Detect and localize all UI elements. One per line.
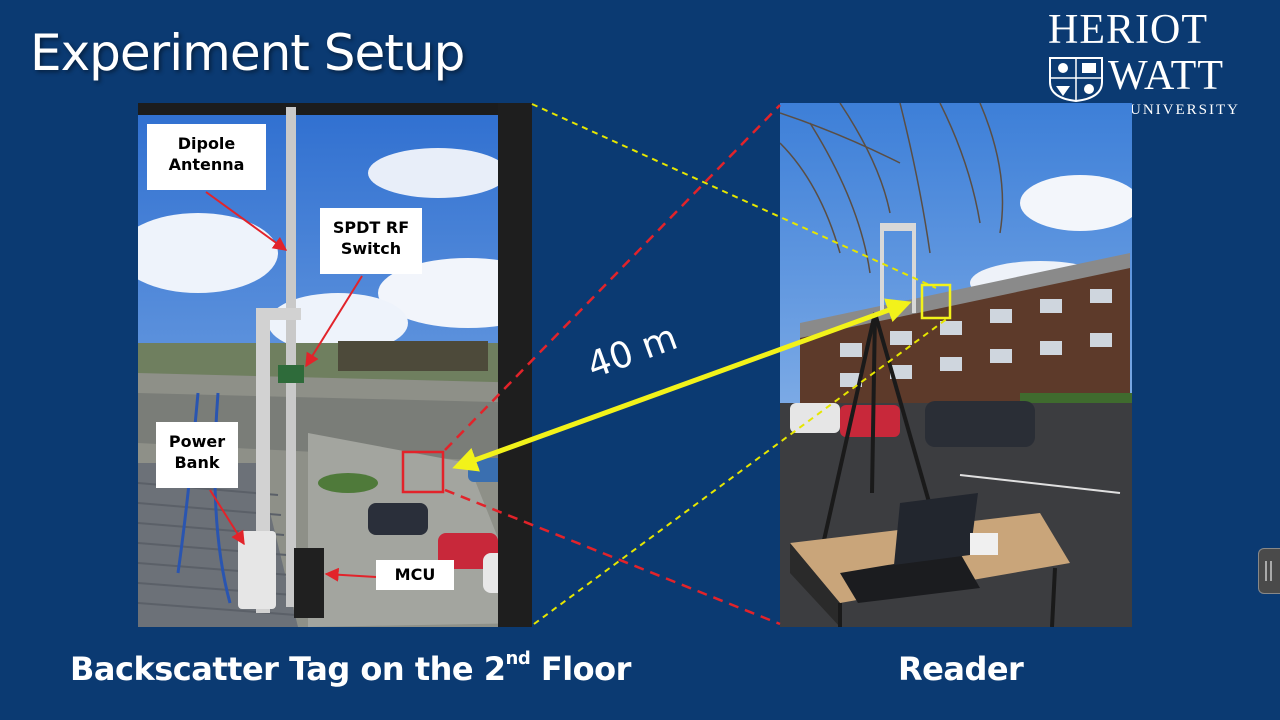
university-logo: HERIOT WATT UNIVERSITY [1040,6,1275,124]
reader-caption: Reader [898,650,1024,688]
callout-spdt-rf-switch: SPDT RF Switch [320,208,422,274]
callout-power-line1: Power [168,432,226,451]
callout-dipole-antenna: Dipole Antenna [147,124,266,190]
reader-photo-image [780,103,1132,627]
logo-text-heriot: HERIOT [1048,7,1208,53]
callout-power-bank: Power Bank [156,422,238,488]
distance-label: 40 m [581,316,683,387]
tag-caption-ordinal: nd [505,648,531,669]
reader-photo [780,103,1132,627]
slide-title: Experiment Setup [30,24,465,82]
tag-caption: Backscatter Tag on the 2nd Floor [70,648,632,688]
tag-caption-main: Backscatter Tag on the 2 [70,650,506,688]
callout-mcu: MCU [376,560,454,590]
callout-power-line2: Bank [174,453,220,472]
callout-dipole-line1: Dipole [177,134,236,153]
side-panel-handle[interactable] [1258,548,1280,594]
crest-icon [1049,57,1103,102]
logo-text-university: UNIVERSITY [1130,102,1240,118]
callout-spdt-line2: Switch [340,239,402,258]
tag-caption-end: Floor [530,650,632,688]
grip-icon [1265,561,1272,581]
callout-dipole-line2: Antenna [168,155,245,174]
callout-spdt-line1: SPDT RF [332,218,410,237]
logo-text-watt: WATT [1108,53,1224,99]
